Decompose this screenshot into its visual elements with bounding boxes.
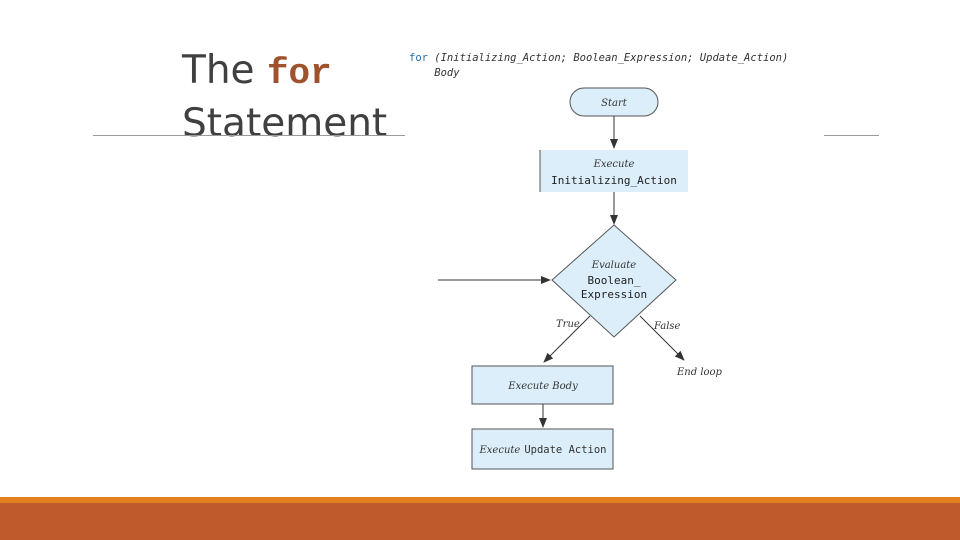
title-line-1: The for <box>182 46 387 99</box>
evaluate-expr-line1: Boolean_ <box>588 274 641 287</box>
init-action-label-bottom: Initializing_Action <box>551 174 677 187</box>
slide-title: The for Statement <box>182 46 387 149</box>
syntax-line-1: (Initializing_Action; Boolean_Expression… <box>427 52 789 64</box>
end-loop-label: End loop <box>676 367 723 378</box>
false-label: False <box>653 321 681 332</box>
syntax-block: for (Initializing_Action; Boolean_Expres… <box>409 51 788 81</box>
body-label: Execute Body <box>507 381 578 392</box>
arrow-false-branch <box>639 315 685 361</box>
evaluate-expr-line2: Expression <box>581 288 647 301</box>
start-label: Start <box>601 98 628 109</box>
title-line-2: Statement <box>182 101 388 146</box>
body-box <box>471 365 614 405</box>
update-box <box>471 428 614 470</box>
syntax-line-2: Body <box>409 67 460 79</box>
footer-bar <box>0 503 960 540</box>
footer-accent-stripe <box>0 497 960 503</box>
update-label: Execute Update Action <box>478 444 606 456</box>
evaluate-label: Evaluate <box>591 260 637 271</box>
syntax-keyword: for <box>409 52 428 64</box>
update-label-code: Update Action <box>524 444 606 456</box>
true-label: True <box>556 319 580 330</box>
title-prefix: The <box>182 48 255 93</box>
title-underline-right <box>824 135 879 136</box>
arrow-true-branch <box>543 315 591 363</box>
title-underline-left <box>93 135 405 136</box>
update-label-prefix: Execute <box>478 445 520 456</box>
title-keyword: for <box>266 53 332 94</box>
init-action-box <box>540 150 688 192</box>
evaluate-diamond <box>551 224 677 338</box>
init-action-label-top: Execute <box>593 159 635 170</box>
